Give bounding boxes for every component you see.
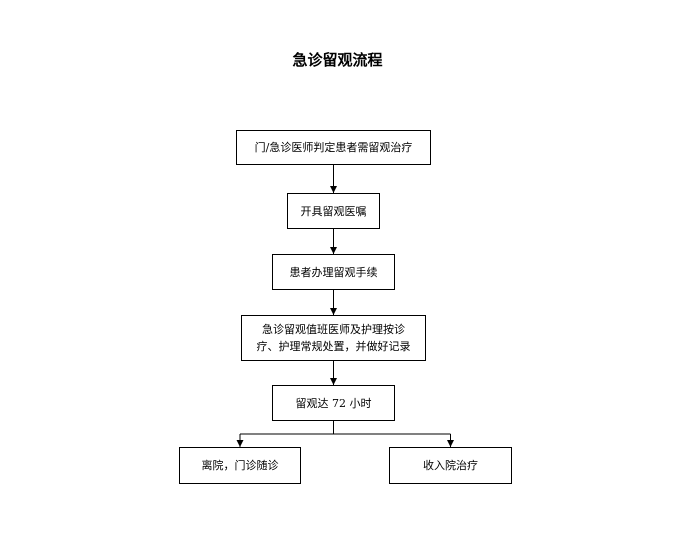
step-label: 留观达 72 小时	[295, 396, 372, 410]
flowchart-title: 急诊留观流程	[292, 51, 383, 69]
branch-discharge: 离院，门诊随诊	[179, 447, 301, 484]
step-admission-procedure: 患者办理留观手续	[272, 254, 395, 290]
step-label: 患者办理留观手续	[289, 265, 378, 279]
step-physician-decision: 门/急诊医师判定患者需留观治疗	[236, 130, 431, 165]
step-observation-order: 开具留观医嘱	[287, 193, 380, 229]
step-label: 开具留观医嘱	[300, 204, 367, 218]
step-label: 门/急诊医师判定患者需留观治疗	[254, 141, 413, 154]
branch-label: 离院，门诊随诊	[201, 459, 279, 472]
branch-hospital-admission: 收入院治疗	[389, 447, 512, 484]
branch-label: 收入院治疗	[423, 459, 478, 472]
step-care-and-records: 急诊留观值班医师及护理按诊疗、护理常规处置，并做好记录	[241, 315, 426, 361]
step-72-hours: 留观达 72 小时	[272, 385, 395, 421]
step-label: 急诊留观值班医师及护理按诊疗、护理常规处置，并做好记录	[256, 323, 411, 353]
